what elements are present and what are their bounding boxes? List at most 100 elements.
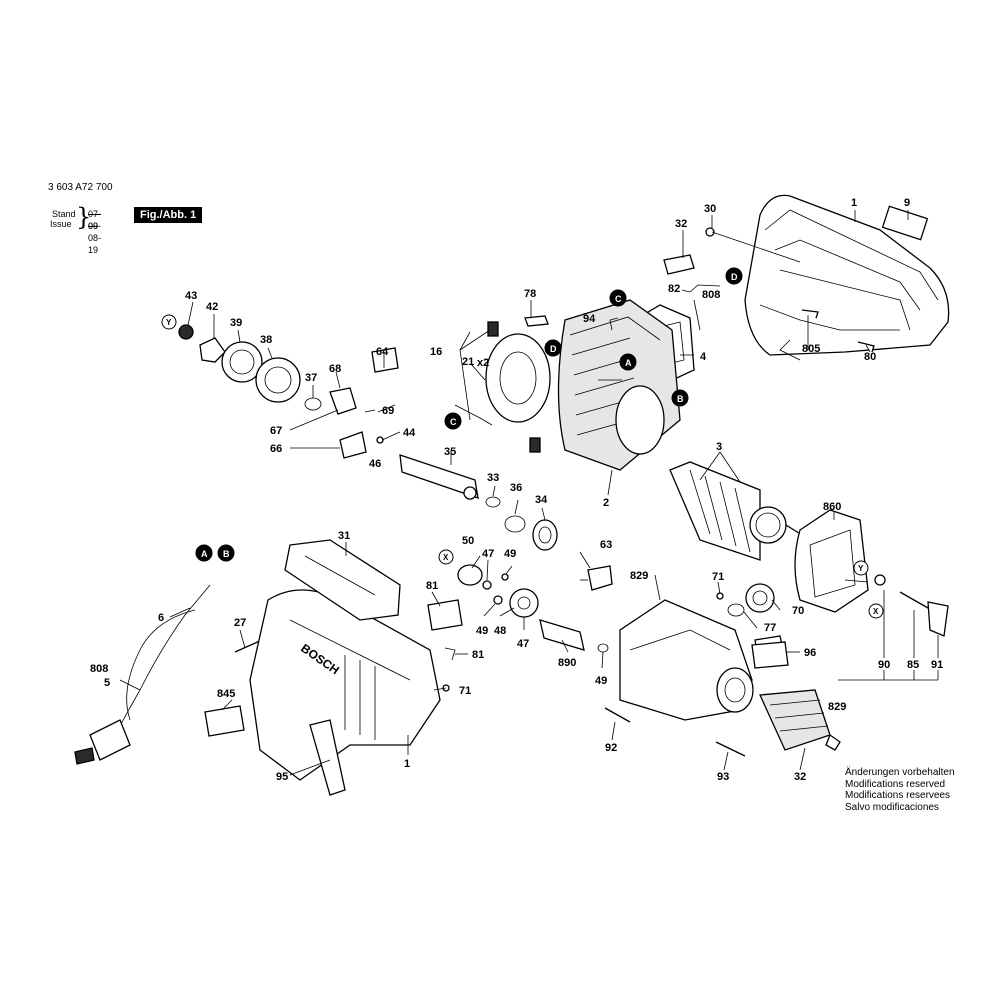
callout-1: 1 bbox=[851, 197, 857, 209]
modification-notes: Änderungen vorbehalten Modifications res… bbox=[845, 767, 955, 813]
figure-label: Fig./Abb. 1 bbox=[134, 207, 203, 223]
rear-housing-shell bbox=[744, 194, 950, 361]
callout-49: 49 bbox=[504, 548, 516, 560]
callout-47: 48 bbox=[494, 625, 506, 637]
svg-text:D: D bbox=[550, 344, 557, 354]
depth-lever bbox=[927, 601, 949, 637]
note-english: Modifications reserved bbox=[845, 778, 946, 790]
callout-42: 44 bbox=[403, 427, 416, 439]
carbon-brush-top bbox=[524, 315, 549, 327]
ring-y-left: Y bbox=[161, 314, 177, 330]
label bbox=[751, 641, 789, 669]
issue-label: Issue bbox=[50, 219, 72, 229]
callout-21-qty: x2 bbox=[477, 357, 489, 369]
ball-bearing bbox=[532, 519, 558, 551]
wire-lead bbox=[454, 404, 493, 426]
marker-a-switch: A bbox=[619, 353, 637, 371]
marker-b-cable: B bbox=[217, 544, 235, 562]
part-callouts: 1 9 30 32 82 808 805 80 4 78 94 16 21 x2… bbox=[90, 197, 943, 783]
main-housing: BOSCH bbox=[249, 589, 441, 781]
callout-78: 80 bbox=[864, 351, 876, 363]
callout-32: 34 bbox=[535, 494, 548, 506]
note-german: Änderungen vorbehalten bbox=[845, 767, 955, 778]
callout-85: 91 bbox=[931, 659, 943, 671]
brace-symbol: } bbox=[76, 203, 92, 231]
callout-1-main: 1 bbox=[404, 758, 410, 770]
svg-text:A: A bbox=[625, 358, 632, 368]
gear-second bbox=[255, 357, 301, 403]
brush-holder bbox=[485, 321, 551, 453]
handle-cover bbox=[284, 539, 401, 621]
svg-text:A: A bbox=[201, 549, 208, 559]
callout-3: 3 bbox=[716, 441, 722, 453]
gear-housing bbox=[794, 509, 886, 613]
o-ring bbox=[727, 603, 745, 617]
callout-92: 94 bbox=[583, 313, 596, 325]
callout-6: 6 bbox=[158, 612, 164, 624]
screw bbox=[234, 639, 263, 653]
circlip bbox=[485, 496, 501, 508]
ring-x-left: X bbox=[438, 549, 454, 565]
gear-selector bbox=[745, 583, 775, 613]
washer-small bbox=[705, 227, 715, 237]
steel-ball bbox=[376, 436, 384, 444]
callout-95: 805 bbox=[802, 343, 820, 355]
drive-spindle bbox=[399, 454, 479, 500]
note-french: Modifications reservees bbox=[845, 790, 951, 801]
reference-rings: Y X Y X bbox=[161, 314, 884, 619]
callout-34: 36 bbox=[510, 482, 522, 494]
callout-27: 32 bbox=[675, 218, 687, 230]
callout-37: 39 bbox=[230, 317, 242, 329]
nut bbox=[178, 324, 194, 340]
marker-c-brush: C bbox=[444, 412, 462, 430]
callout-35: 37 bbox=[305, 372, 317, 384]
callout-67: 68 bbox=[329, 363, 341, 375]
callout-64: 64 bbox=[376, 346, 389, 358]
callout-38: 42 bbox=[206, 301, 218, 313]
callout-23: 30 bbox=[704, 203, 716, 215]
handle-cover-side bbox=[309, 719, 346, 796]
callout-50: 50 bbox=[462, 535, 474, 547]
callout-77: 78 bbox=[524, 288, 536, 300]
bracket bbox=[371, 347, 399, 373]
callout-31: 32 bbox=[794, 771, 806, 783]
callout-39: 43 bbox=[185, 290, 197, 302]
pinion-shaft bbox=[539, 619, 585, 651]
callout-91: 93 bbox=[717, 771, 729, 783]
svg-text:C: C bbox=[450, 417, 457, 427]
callout-4: 4 bbox=[700, 351, 707, 363]
callout-65: 66 bbox=[270, 443, 282, 455]
marker-d-top: D bbox=[725, 267, 743, 285]
callout-71-main: 71 bbox=[459, 685, 471, 697]
callout-860: 860 bbox=[823, 501, 841, 513]
callout-829: 829 bbox=[630, 570, 648, 582]
callout-84: 90 bbox=[878, 659, 890, 671]
svg-text:D: D bbox=[731, 272, 738, 282]
callout-68: 69 bbox=[382, 405, 394, 417]
svg-text:C: C bbox=[615, 294, 622, 304]
cable-lead bbox=[689, 284, 721, 293]
callout-93: 95 bbox=[276, 771, 288, 783]
spring-clip bbox=[857, 341, 875, 353]
callout-21: 21 bbox=[462, 356, 474, 368]
note-spanish: Salvo modificaciones bbox=[845, 801, 939, 813]
callout-33: 33 bbox=[487, 472, 499, 484]
callout-16: 16 bbox=[430, 346, 442, 358]
callout-70: 77 bbox=[764, 622, 776, 634]
bearing-plate bbox=[329, 387, 357, 415]
callout-845: 890 bbox=[558, 657, 576, 669]
callout-90: 92 bbox=[605, 742, 617, 754]
callout-22: 27 bbox=[234, 617, 246, 629]
callout-36: 38 bbox=[260, 334, 272, 346]
stand-label: Stand bbox=[52, 209, 76, 219]
svg-text:B: B bbox=[677, 394, 684, 404]
callout-46: 47 bbox=[517, 638, 529, 650]
switch-holder bbox=[663, 254, 695, 275]
direction-switch bbox=[427, 599, 463, 631]
stand-date: 07-09 bbox=[88, 209, 102, 231]
circlip bbox=[304, 397, 322, 411]
callout-5: 5 bbox=[104, 677, 110, 689]
callout-43: 46 bbox=[369, 458, 381, 470]
callout-808: 845 bbox=[217, 688, 235, 700]
